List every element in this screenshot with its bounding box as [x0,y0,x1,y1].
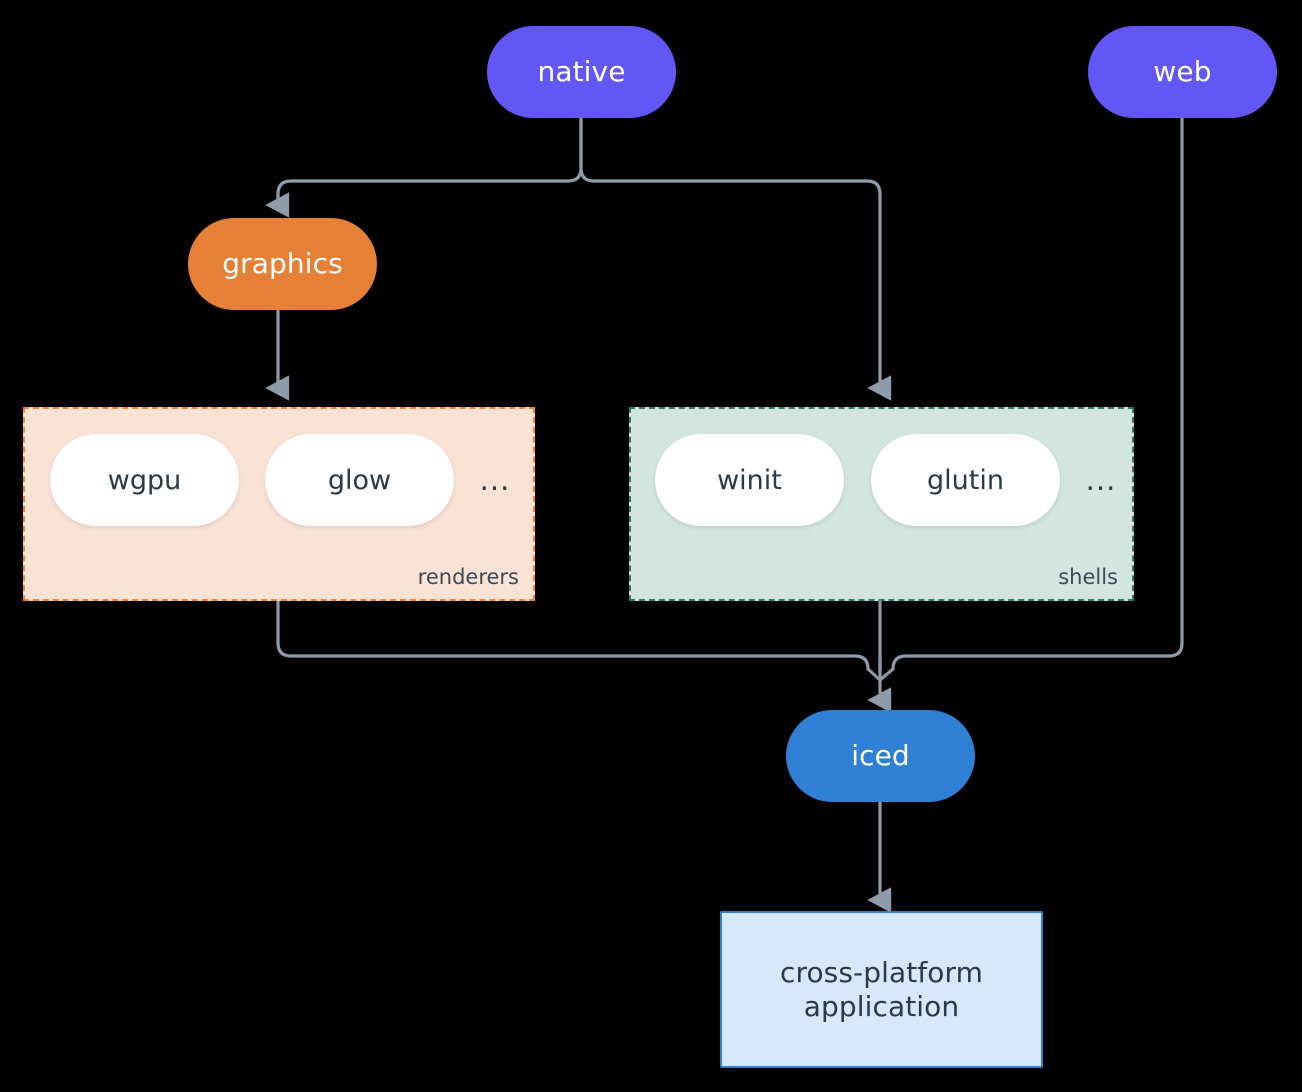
leaf-winit-label: winit [717,464,782,496]
leaf-glutin[interactable]: glutin [871,434,1060,526]
shells-ellipsis: ... [1085,463,1117,497]
edge-native-to-graphics [265,179,570,218]
leaf-glutin-label: glutin [927,464,1004,496]
edge-merge-join-right [878,667,895,682]
renderers-ellipsis: ... [479,463,511,497]
edge-native-split [566,116,583,183]
node-application-label: cross-platform application [779,956,984,1023]
node-graphics-label: graphics [222,247,343,281]
edge-native-split-right [579,116,596,183]
cluster-shells-label: shells [1058,565,1118,589]
edge-renderers-to-merge [276,599,870,671]
leaf-glow-label: glow [327,464,392,496]
node-web[interactable]: web [1088,26,1277,118]
node-web-label: web [1153,55,1212,89]
node-application[interactable]: cross-platform application [720,911,1043,1068]
edge-merge-join-left [866,667,882,682]
edge-native-to-shells [592,179,892,401]
cluster-renderers-label: renderers [417,565,519,589]
node-graphics[interactable]: graphics [188,218,377,310]
node-native-label: native [537,55,626,89]
leaf-wgpu-label: wgpu [107,464,182,496]
node-iced[interactable]: iced [786,710,975,802]
node-native[interactable]: native [487,26,676,118]
leaf-wgpu[interactable]: wgpu [50,434,239,526]
leaf-winit[interactable]: winit [655,434,844,526]
leaf-glow[interactable]: glow [265,434,454,526]
node-iced-label: iced [851,739,910,773]
